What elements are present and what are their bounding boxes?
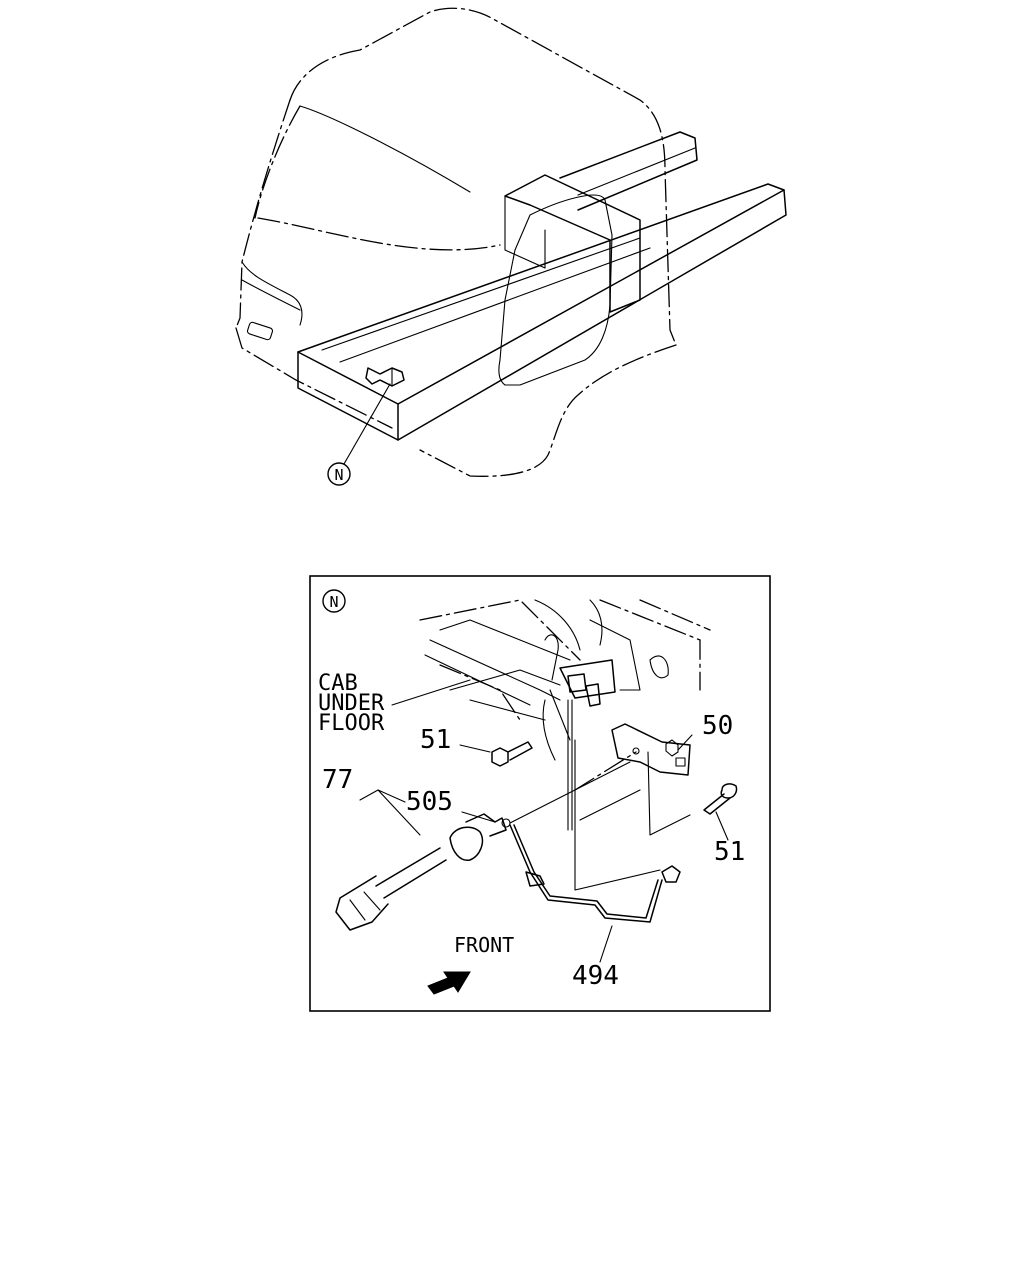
overview-callout-label: N (334, 466, 343, 484)
part-51-bolt-right (703, 783, 738, 815)
detail-frame (309, 575, 771, 1012)
leader-lines (359, 679, 729, 963)
alignment-lines (509, 699, 691, 891)
cab-label-line3: FLOOR (318, 711, 385, 736)
part-51-bolt-left (491, 741, 533, 767)
overview-view: N (235, 7, 787, 486)
part-77-assembly (335, 813, 507, 931)
part-number-494: 494 (572, 961, 619, 991)
overview-leader-line (343, 383, 391, 465)
valve-component (365, 367, 405, 387)
detail-view-n: N (309, 575, 771, 1012)
part-50-bracket (611, 723, 691, 776)
front-label: FRONT (454, 933, 514, 957)
cab-label-line1: CAB (318, 671, 358, 696)
overview-callout-n: N (327, 462, 351, 486)
detail-callout-label: N (329, 593, 338, 611)
part-number-505: 505 (406, 787, 453, 817)
part-505-fitting (501, 818, 511, 828)
part-number-51-left: 51 (420, 725, 451, 755)
cab-label-line2: UNDER (318, 691, 385, 716)
front-arrow-icon (427, 971, 471, 995)
cab-under-floor-label: CAB UNDER FLOOR (318, 671, 385, 736)
detail-callout-n: N (322, 589, 346, 613)
part-number-51-right: 51 (714, 837, 745, 867)
part-number-77: 77 (322, 765, 353, 795)
part-number-50: 50 (702, 711, 733, 741)
cab-underfloor-structure (419, 599, 711, 761)
part-494-pipe (509, 824, 681, 923)
frame-rails (297, 131, 787, 441)
